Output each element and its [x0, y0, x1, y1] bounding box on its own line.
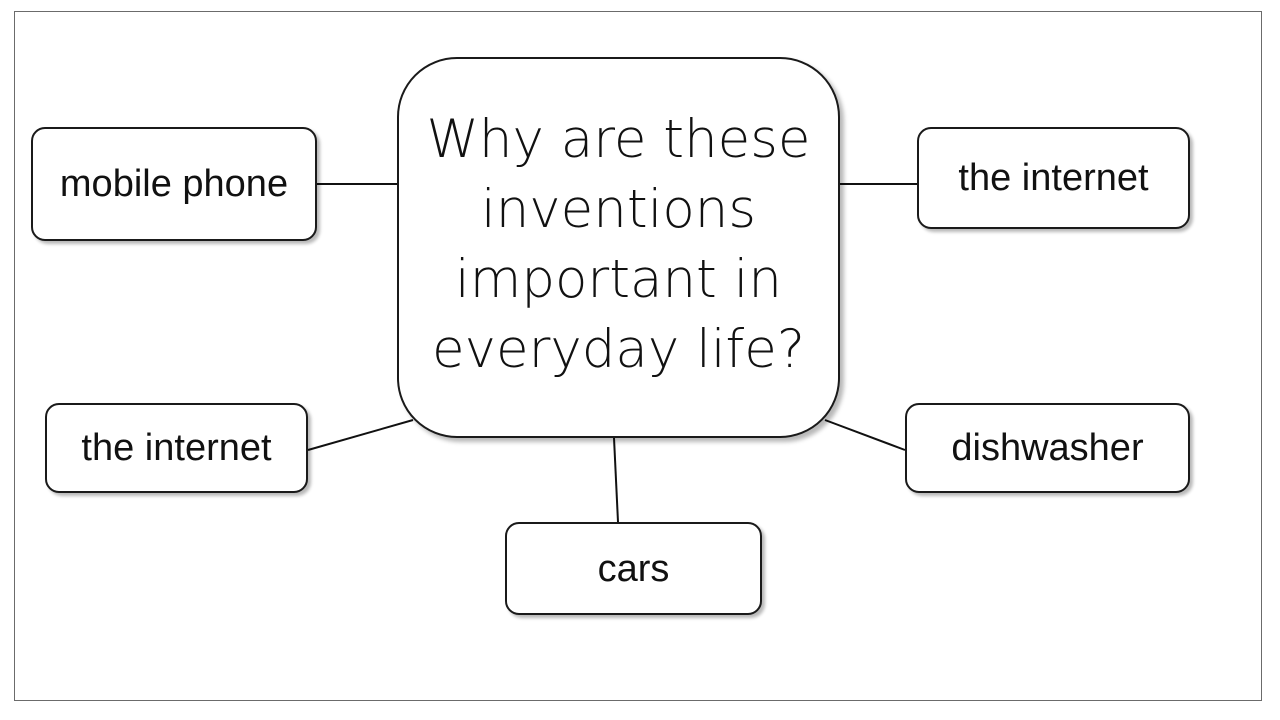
connector-dishwasher: [824, 419, 906, 451]
node-internet-right: the internet: [917, 127, 1190, 229]
node-mobile-phone-label: mobile phone: [59, 163, 289, 205]
connector-internet-left: [307, 419, 414, 451]
node-mobile-phone: mobile phone: [31, 127, 317, 241]
node-internet-right-label: the internet: [958, 157, 1149, 199]
node-cars-label: cars: [597, 547, 670, 590]
connector-cars: [613, 437, 619, 523]
node-dishwasher: dishwasher: [905, 403, 1190, 493]
central-question-text: Why are these inventions important in ev…: [426, 108, 811, 380]
node-cars: cars: [505, 522, 762, 615]
node-dishwasher-label: dishwasher: [951, 427, 1144, 469]
central-question-node: Why are these inventions important in ev…: [397, 57, 840, 438]
node-internet-left-label: the internet: [81, 427, 272, 469]
node-internet-left: the internet: [45, 403, 308, 493]
